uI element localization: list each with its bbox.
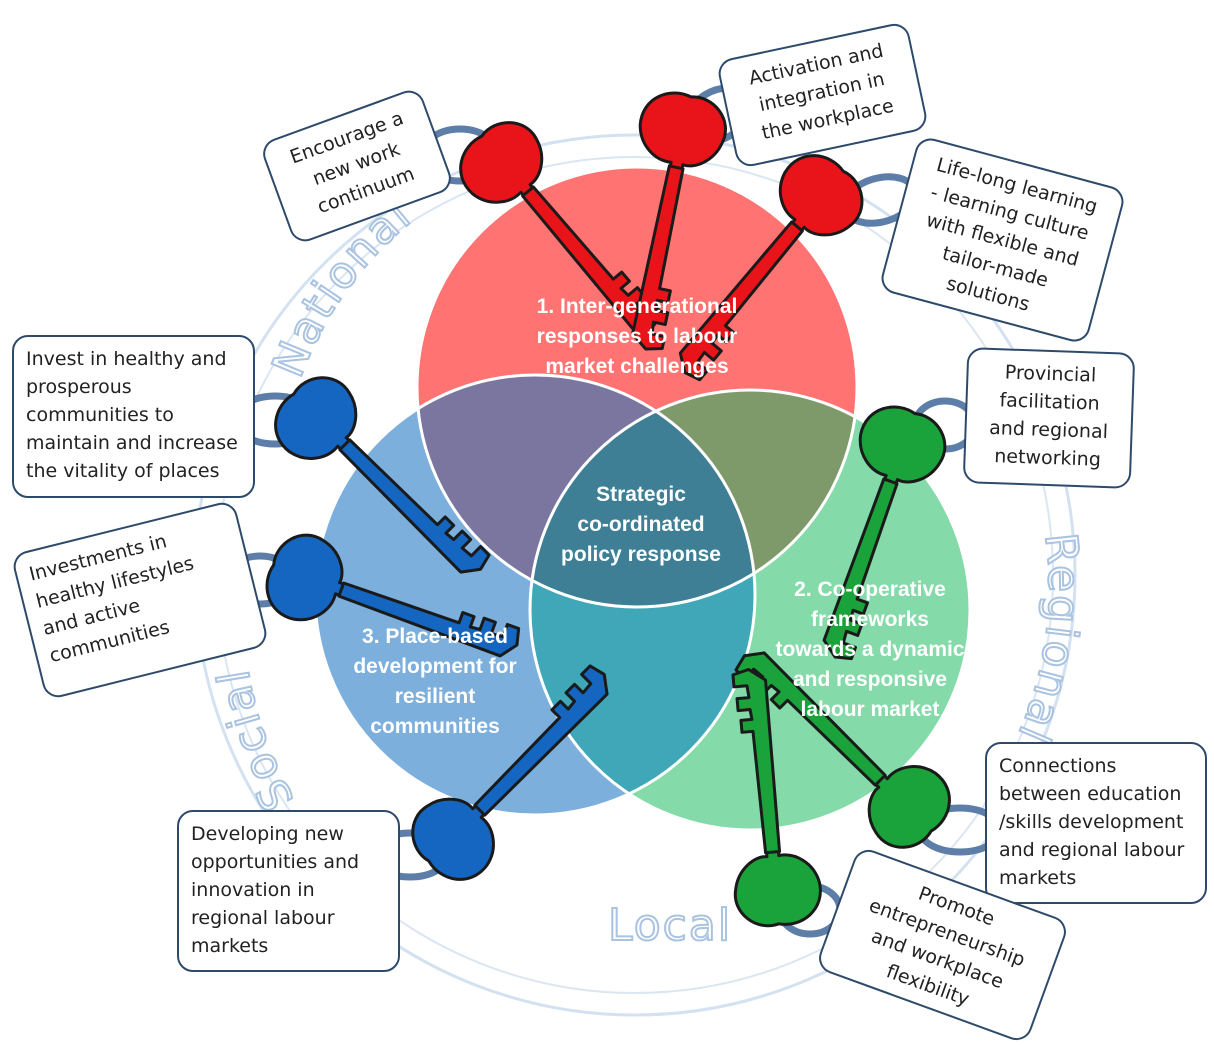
text-line: markets [999, 867, 1077, 889]
ring-word-social: Social [208, 665, 304, 819]
circle-label-top: 1. Inter-generational responses to labour… [487, 292, 787, 382]
text-line: the vitality of places [26, 460, 220, 482]
text-line: communities [370, 715, 500, 738]
tag-invest-healthy-communities: Invest in healthy and prosperous communiti… [12, 335, 255, 498]
circle-label-left: 3. Place-based development for resilient co… [325, 622, 545, 742]
text-line: /skills development [999, 811, 1184, 833]
text-line: resilient [394, 685, 476, 708]
text-line: Connections [999, 755, 1117, 777]
text-line: market challenges [545, 355, 729, 378]
text-line: responses to labour [536, 325, 738, 348]
text-line: 3. Place-based [362, 625, 508, 648]
text-line: maintain and increase [26, 432, 238, 454]
circle-label-right: 2. Co-operative frameworks towards a dynam… [760, 575, 980, 725]
text-line: development for [353, 655, 517, 678]
text-line: communities to [26, 404, 174, 426]
text-line: networking [993, 445, 1102, 471]
text-line: Invest in healthy and [26, 348, 227, 370]
tag-connections-education: Connections between education/skills deve… [985, 742, 1207, 904]
text-line: 2. Co-operative [794, 578, 946, 601]
ring-word-local: Local [608, 900, 732, 951]
text-line: and responsive [792, 668, 948, 691]
text-line: regional labour [191, 907, 335, 929]
text-line: between education [999, 783, 1182, 805]
ring-word-regional: Regional [1007, 531, 1089, 752]
text-line: prosperous [26, 376, 132, 398]
text-line: labour market [800, 698, 940, 721]
overlap-center [530, 390, 755, 607]
text-line: markets [191, 935, 269, 957]
circle-label-center: Strategic co-ordinated policy response [556, 480, 726, 570]
text-line: co-ordinated [577, 513, 705, 536]
text-line: and regional labour [999, 839, 1185, 861]
text-line: Strategic [596, 483, 686, 506]
text-line: Developing new [191, 823, 344, 845]
text-line: opportunities and [191, 851, 360, 873]
text-line: 1. Inter-generational [536, 295, 738, 318]
text-line: frameworks [811, 608, 929, 631]
text-line: policy response [561, 543, 721, 566]
tag-developing-opportunities: Developing new opportunities and innovatio… [177, 810, 400, 972]
text-line: innovation in [191, 879, 315, 901]
text-line: towards a dynamic [775, 638, 965, 661]
